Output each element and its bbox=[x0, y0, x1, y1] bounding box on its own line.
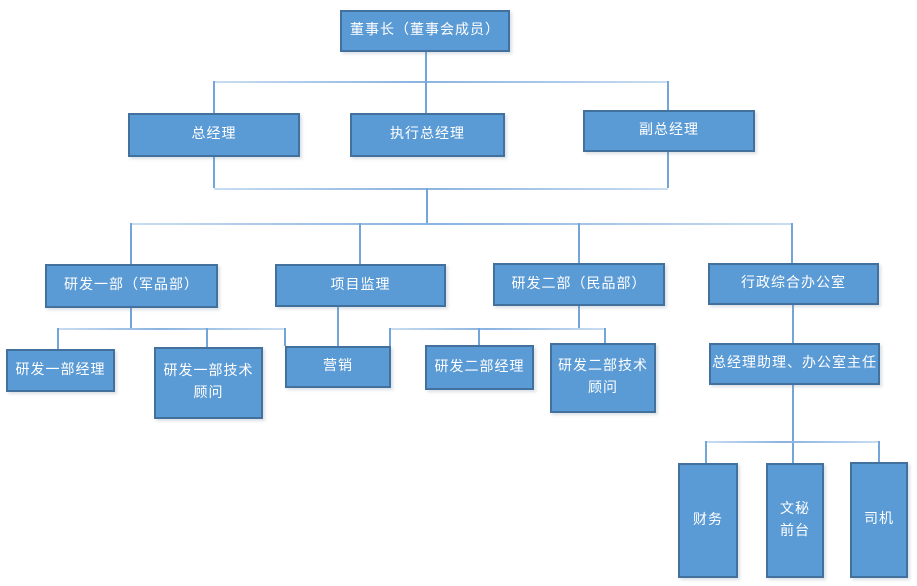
org-node-rd2-manager[interactable]: 研发二部经理 bbox=[425, 345, 534, 390]
connector-horizontal-line bbox=[214, 81, 668, 83]
org-node-label: 项目监理 bbox=[330, 277, 391, 293]
connector-vertical-line bbox=[792, 385, 794, 463]
connector-vertical-line bbox=[791, 223, 793, 263]
org-node-label: 总经理 bbox=[191, 127, 237, 143]
connector-vertical-line bbox=[130, 308, 132, 328]
org-node-finance[interactable]: 财务 bbox=[678, 463, 738, 578]
connector-vertical-line bbox=[359, 223, 361, 264]
org-node-rd2-advisor[interactable]: 研发二部技术 顾问 bbox=[550, 343, 656, 413]
org-node-label: 财务 bbox=[693, 512, 723, 528]
org-node-gm-assistant[interactable]: 总经理助理、办公室主任 bbox=[709, 343, 880, 385]
org-node-label: 研发二部经理 bbox=[434, 359, 525, 375]
connector-vertical-line bbox=[425, 81, 427, 113]
connector-vertical-line bbox=[130, 223, 132, 264]
connector-vertical-line bbox=[478, 328, 480, 345]
org-node-label: 研发一部技术 顾问 bbox=[163, 364, 254, 401]
org-node-rd1-dept[interactable]: 研发一部（军品部） bbox=[45, 264, 218, 308]
org-node-label: 行政综合办公室 bbox=[741, 276, 846, 292]
org-node-driver[interactable]: 司机 bbox=[850, 462, 908, 578]
connector-vertical-line bbox=[667, 152, 669, 188]
org-node-label: 副总经理 bbox=[639, 123, 699, 139]
org-node-admin-office[interactable]: 行政综合办公室 bbox=[708, 263, 879, 305]
org-node-label: 执行总经理 bbox=[390, 127, 465, 143]
org-node-deputy-gm[interactable]: 副总经理 bbox=[583, 110, 755, 152]
org-node-label: 营销 bbox=[323, 359, 353, 375]
connector-vertical-line bbox=[578, 306, 580, 328]
connector-horizontal-line bbox=[131, 223, 792, 225]
connector-vertical-line bbox=[57, 328, 59, 349]
connector-vertical-line bbox=[213, 81, 215, 113]
org-node-rd2-dept[interactable]: 研发二部（民品部） bbox=[493, 263, 665, 306]
connector-vertical-line bbox=[389, 328, 391, 346]
org-node-label: 董事长（董事会成员） bbox=[350, 23, 500, 39]
org-node-label: 研发二部技术 顾问 bbox=[558, 359, 648, 396]
connector-vertical-line bbox=[213, 157, 215, 188]
connector-horizontal-line bbox=[706, 441, 879, 443]
org-node-secretary[interactable]: 文秘 前台 bbox=[766, 463, 824, 578]
connector-vertical-line bbox=[337, 307, 339, 346]
connector-vertical-line bbox=[578, 223, 580, 263]
org-node-label: 总经理助理、办公室主任 bbox=[712, 356, 877, 372]
connector-vertical-line bbox=[425, 52, 427, 81]
connector-horizontal-line bbox=[58, 328, 285, 330]
org-node-exec-gm[interactable]: 执行总经理 bbox=[350, 113, 505, 157]
connector-vertical-line bbox=[426, 188, 428, 223]
org-node-chairman[interactable]: 董事长（董事会成员） bbox=[340, 10, 510, 52]
org-node-rd1-advisor[interactable]: 研发一部技术 顾问 bbox=[154, 347, 263, 419]
connector-vertical-line bbox=[792, 305, 794, 343]
org-node-label: 研发二部（民品部） bbox=[511, 276, 647, 292]
org-node-gm[interactable]: 总经理 bbox=[128, 113, 300, 157]
connector-vertical-line bbox=[206, 328, 208, 347]
org-node-label: 研发一部经理 bbox=[15, 362, 106, 378]
connector-horizontal-line bbox=[390, 328, 605, 330]
connector-vertical-line bbox=[705, 441, 707, 463]
org-node-rd1-manager[interactable]: 研发一部经理 bbox=[6, 349, 115, 392]
org-node-label: 研发一部（军品部） bbox=[64, 278, 199, 294]
connector-vertical-line bbox=[667, 81, 669, 110]
connector-horizontal-line bbox=[214, 188, 668, 190]
connector-vertical-line bbox=[878, 441, 880, 462]
org-node-label: 文秘 前台 bbox=[780, 501, 810, 539]
connector-vertical-line bbox=[284, 328, 286, 346]
org-node-marketing[interactable]: 营销 bbox=[285, 346, 391, 388]
org-node-label: 司机 bbox=[864, 512, 894, 528]
org-node-supervision[interactable]: 项目监理 bbox=[275, 264, 446, 307]
connector-vertical-line bbox=[604, 328, 606, 343]
